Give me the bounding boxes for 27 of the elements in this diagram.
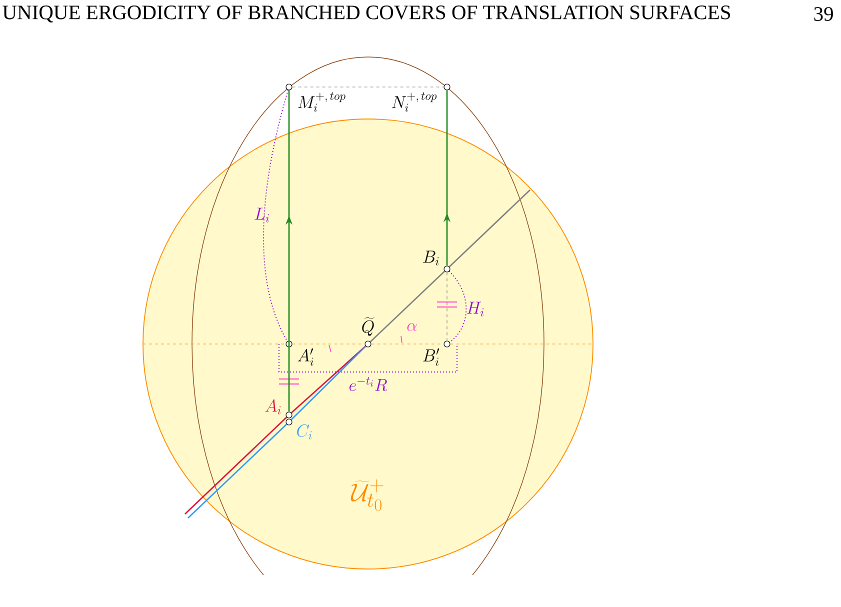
connector	[448, 189, 530, 268]
region-label: $\widetilde{\mathcal{U}}_{t_0}^{+}$	[350, 479, 384, 511]
node-label: $\widetilde{Q}$	[362, 317, 374, 336]
point: $B_i$	[423, 250, 450, 272]
point: $C_i$	[286, 418, 312, 440]
math-label: $e^{-t_i}R$	[350, 377, 388, 392]
node-label: $B_i$	[423, 250, 439, 266]
connector	[370, 270, 446, 342]
running-header: UNIQUE ERGODICITY OF BRANCHED COVERS OF TRANSLATION SURFACES	[2, 6, 730, 22]
node-label: $N_i^{+,\,top}$	[392, 92, 437, 112]
point: $\widetilde{Q}$	[362, 317, 374, 348]
connector	[446, 272, 448, 341]
page-number: 39	[814, 7, 833, 21]
math-label: $L_i$	[254, 208, 269, 222]
point: $M_i^{+,\,top}$	[286, 84, 346, 112]
point: $N_i^{+,\,top}$	[392, 84, 450, 112]
math-label: $H_i$	[467, 302, 484, 316]
math-label: $\alpha$	[407, 323, 417, 331]
point: $A_i'$	[286, 340, 314, 366]
connector	[292, 86, 444, 88]
point: $B_i'$	[423, 340, 450, 366]
node-label: $A_i'$	[298, 348, 314, 366]
node-label: $B_i'$	[423, 348, 440, 366]
node-label: $M_i^{+,\,top}$	[298, 92, 346, 112]
point: $A_i$	[265, 399, 292, 418]
node-label: $A_i$	[265, 399, 281, 414]
node-label: $C_i$	[297, 424, 312, 440]
